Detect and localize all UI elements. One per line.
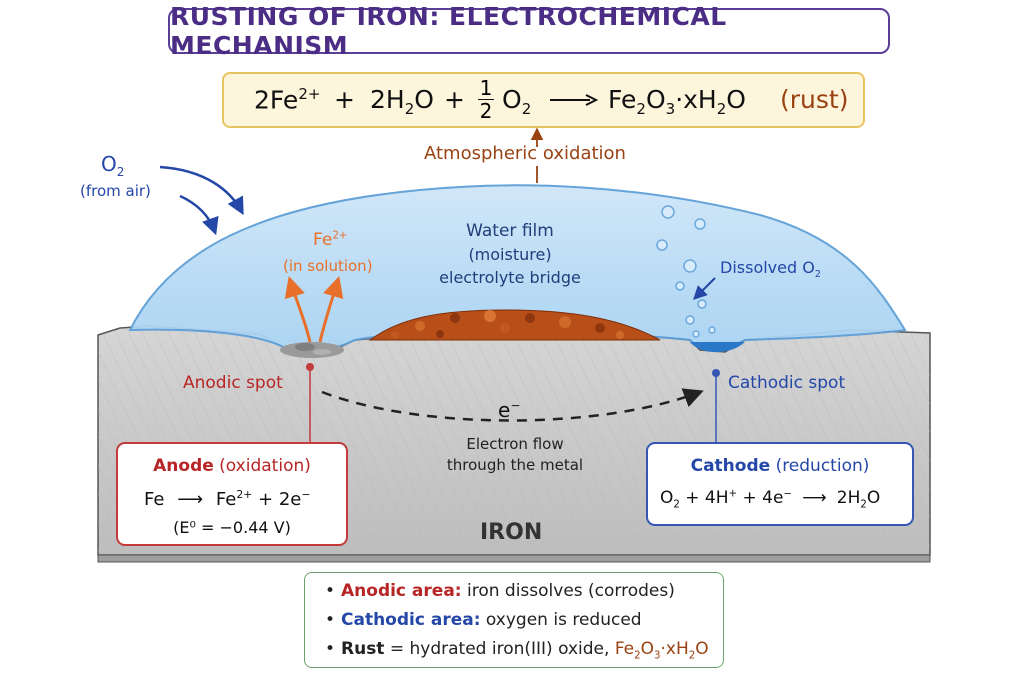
o2-air-label: O2 <box>101 152 125 179</box>
eq-term-fe: 2Fe2+ <box>254 85 321 115</box>
cathodic-spot-label: Cathodic spot <box>728 373 846 393</box>
dissolved-o2-label: Dissolved O2 <box>720 258 821 281</box>
moisture-label: (moisture) <box>468 245 552 264</box>
oxygen-bubbles <box>656 205 716 338</box>
water-film <box>128 184 907 353</box>
eq-term-water: 2H2O <box>370 85 434 118</box>
electrolyte-label: electrolyte bridge <box>439 268 581 287</box>
anode-potential: (E⁰ = −0.44 V) <box>173 518 291 537</box>
anode-title: Anode (oxidation) <box>153 456 311 476</box>
cathode-title: Cathode (reduction) <box>690 456 870 476</box>
o2-arrow-2 <box>179 194 219 236</box>
summary-item-rust: •Rust = hydrated iron(III) oxide, Fe2O3·… <box>325 639 709 662</box>
in-solution-label: (in solution) <box>283 257 373 275</box>
anode-box: Anode (oxidation) Fe ⟶ Fe2+ + 2e− (E⁰ = … <box>116 442 348 546</box>
electron-flow-arrow <box>321 388 704 422</box>
fe-ion-label: Fe2+ <box>313 230 348 250</box>
page-title: RUSTING OF IRON: ELECTROCHEMICAL MECHANI… <box>168 2 890 60</box>
title-text: RUSTING OF IRON: ELECTROCHEMICAL MECHANI… <box>170 2 727 60</box>
fe-ion-arrow-2 <box>318 275 344 343</box>
from-air-label: (from air) <box>80 182 151 200</box>
anodic-spot-label: Anodic spot <box>183 373 283 393</box>
summary-item-cathodic: •Cathodic area: oxygen is reduced <box>325 610 642 630</box>
eq-term-o2: O2 <box>502 85 532 118</box>
eq-rust-label: (rust) <box>780 85 849 114</box>
atmospheric-label: Atmospheric oxidation <box>424 143 626 164</box>
eq-fraction: 1 2 <box>478 76 494 123</box>
o2-arrow-1 <box>159 165 244 216</box>
cathodic-pool <box>690 342 745 353</box>
cathode-box: Cathode (reduction) O2 + 4H+ + 4e− ⟶ 2H2… <box>646 442 914 526</box>
anodic-spot-dot <box>306 363 314 371</box>
eq-plus-1: + <box>334 85 355 114</box>
rust-deposit <box>368 309 661 341</box>
eq-arrow <box>550 94 598 106</box>
anodic-pit <box>280 342 344 358</box>
electron-symbol: e− <box>498 398 521 422</box>
eq-plus-2: + <box>444 85 465 114</box>
dissolved-o2-arrow <box>693 277 716 300</box>
iron-label: IRON <box>480 520 543 545</box>
overall-equation-box: 2Fe2+ + 2H2O + 1 2 O2 Fe2O3·xH2O (rust) <box>222 72 865 128</box>
summary-box: •Anodic area: iron dissolves (corrodes) … <box>304 572 724 668</box>
water-film-label: Water film <box>466 221 554 241</box>
cathodic-spot-dot <box>712 369 720 377</box>
fe-ion-arrow-1 <box>284 275 312 343</box>
summary-item-anodic: •Anodic area: iron dissolves (corrodes) <box>325 581 675 601</box>
cathode-equation: O2 + 4H+ + 4e− ⟶ 2H2O <box>660 488 881 511</box>
eq-product: Fe2O3·xH2O <box>608 85 746 118</box>
anode-equation: Fe ⟶ Fe2+ + 2e− <box>144 488 311 510</box>
electron-flow-label-2: through the metal <box>446 456 584 474</box>
electron-flow-label-1: Electron flow <box>466 435 564 453</box>
